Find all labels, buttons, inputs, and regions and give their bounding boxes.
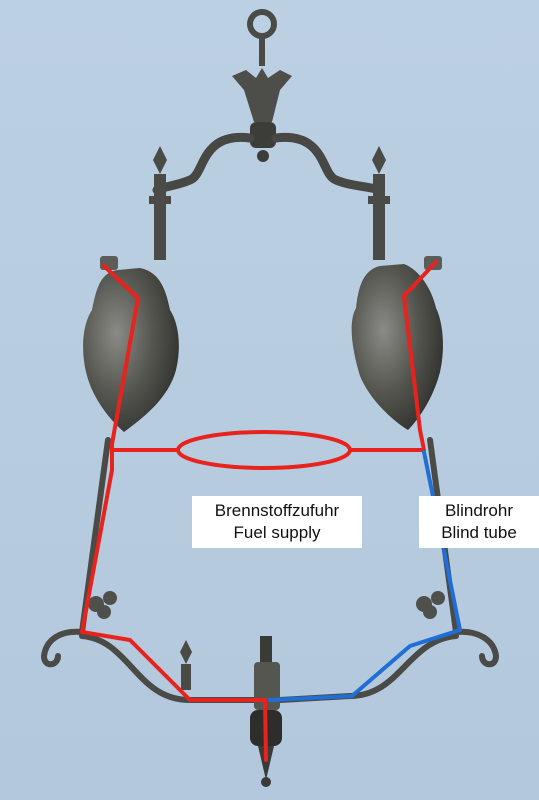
blind-tube-label-de: Blindrohr: [444, 501, 514, 520]
top-arm: [152, 133, 385, 195]
leaf-ornament-left: [88, 591, 117, 619]
finial-left: [149, 146, 171, 260]
fuel-supply-label: Brennstoffzufuhr Fuel supply: [192, 496, 362, 548]
fuel-supply-label-en: Fuel supply: [233, 523, 321, 542]
blind-tube-label: Blindrohr Blind tube: [419, 496, 539, 548]
crown-ornament: [232, 68, 292, 122]
blind-tube-line: [268, 450, 462, 702]
lower-finial: [180, 640, 192, 690]
fuel-supply-line: [80, 260, 438, 762]
blind-tube-label-en: Blind tube: [441, 523, 517, 542]
hanging-hook: [247, 9, 277, 66]
finial-right: [368, 146, 390, 260]
fuel-supply-label-de: Brennstoffzufuhr: [214, 501, 340, 520]
leaf-ornament-right: [416, 591, 445, 619]
center-hub: [250, 122, 276, 148]
